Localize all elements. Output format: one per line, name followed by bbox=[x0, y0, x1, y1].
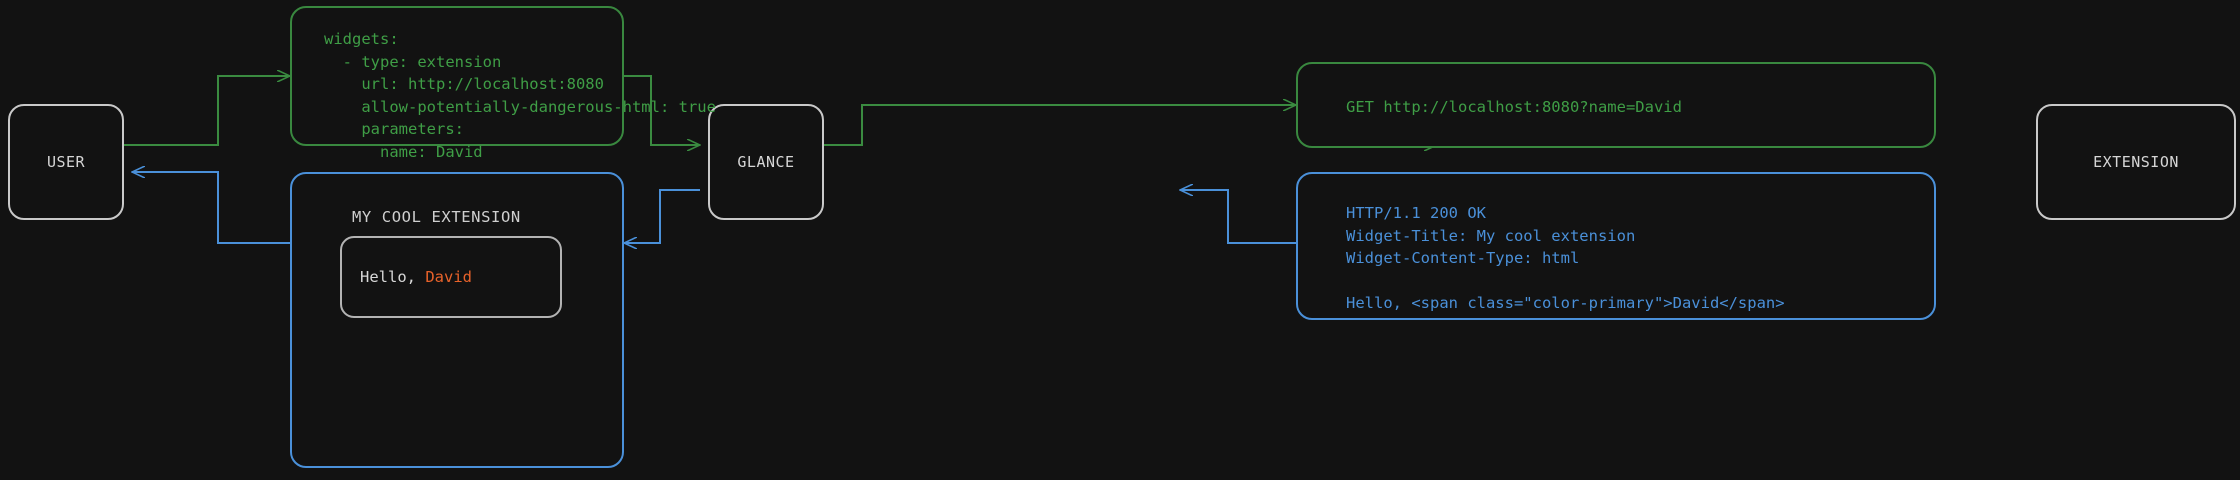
node-user[interactable]: USER bbox=[8, 104, 124, 220]
message-http-response: HTTP/1.1 200 OK Widget-Title: My cool ex… bbox=[1296, 172, 1936, 320]
node-extension[interactable]: EXTENSION bbox=[2036, 104, 2236, 220]
http-response-code: HTTP/1.1 200 OK Widget-Title: My cool ex… bbox=[1346, 204, 1785, 312]
widget-title: MY COOL EXTENSION bbox=[352, 208, 521, 226]
edge-response-to-glance bbox=[1180, 190, 1296, 244]
widget-greeting: Hello, David bbox=[360, 268, 472, 286]
widget-content-frame: Hello, David bbox=[340, 236, 562, 318]
message-rendered-widget: MY COOL EXTENSION Hello, David bbox=[290, 172, 624, 468]
node-extension-label: EXTENSION bbox=[2093, 153, 2179, 171]
message-http-request: GET http://localhost:8080?name=David bbox=[1296, 62, 1936, 148]
message-config-yaml: widgets: - type: extension url: http://l… bbox=[290, 6, 716, 161]
edge-glance-to-request bbox=[820, 105, 1296, 146]
config-yaml-code: widgets: - type: extension url: http://l… bbox=[324, 30, 716, 161]
node-glance[interactable]: GLANCE bbox=[708, 104, 824, 220]
widget-greeting-prefix: Hello, bbox=[360, 268, 426, 286]
node-glance-label: GLANCE bbox=[737, 153, 795, 171]
edge-glance-to-widget bbox=[624, 189, 700, 243]
http-request-code: GET http://localhost:8080?name=David bbox=[1346, 98, 1682, 116]
edge-widget-to-user bbox=[132, 172, 290, 244]
widget-greeting-name: David bbox=[425, 268, 472, 286]
node-user-label: USER bbox=[46, 153, 86, 171]
edge-user-to-config bbox=[120, 76, 290, 146]
